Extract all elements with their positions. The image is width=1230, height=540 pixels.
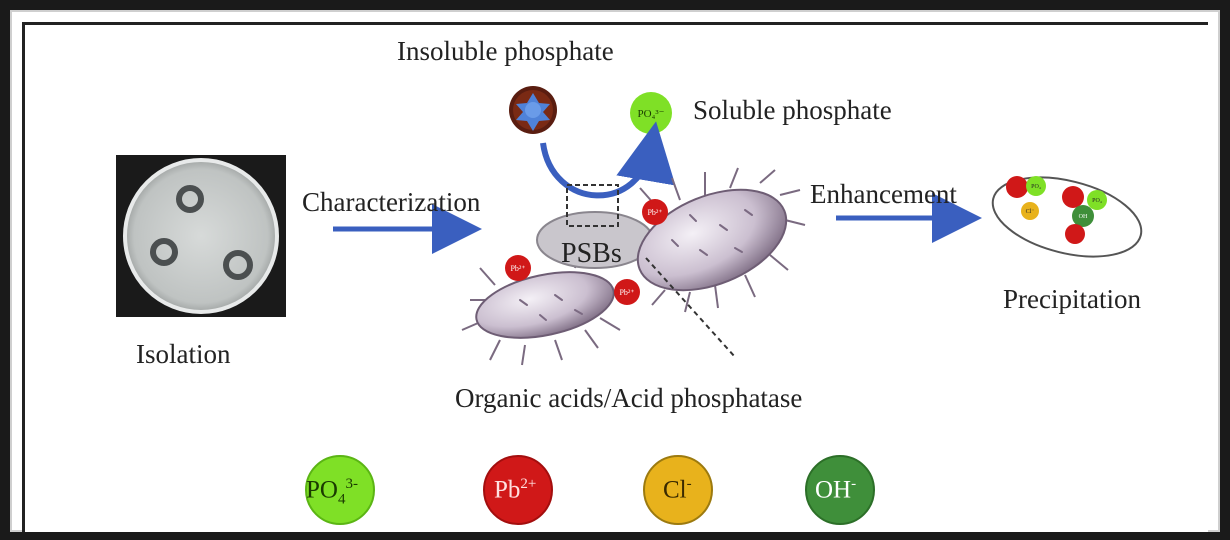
legend-po4-ball (305, 455, 375, 525)
svg-text:PO₄: PO₄ (1092, 198, 1102, 204)
psbs-label: PSBs (561, 238, 622, 269)
legend-cl-ball (643, 455, 713, 525)
insoluble-phosphate-particle (509, 86, 557, 134)
svg-text:Pb²⁺: Pb²⁺ (647, 208, 662, 217)
precipitate-cluster: PO₄ PO₄ Cl⁻ OH (991, 176, 1143, 258)
legend-pb-label: Pb2+ (494, 476, 537, 504)
legend-pb-ball (483, 455, 553, 525)
isolation-label: Isolation (136, 339, 231, 369)
svg-text:OH: OH (1079, 214, 1088, 220)
legend-cl-label: Cl- (663, 476, 692, 504)
bacteria-group: Pb²⁺ Pb²⁺ Pb²⁺ (461, 167, 806, 366)
precipitation-label: Precipitation (1003, 284, 1141, 314)
enhancement-label: Enhancement (810, 179, 957, 209)
svg-text:Pb²⁺: Pb²⁺ (619, 288, 634, 297)
conversion-arrow (540, 121, 676, 199)
svg-text:PO₄: PO₄ (1031, 184, 1041, 190)
soluble-phosphate-label: Soluble phosphate (693, 95, 892, 125)
insoluble-phosphate-label: Insoluble phosphate (397, 36, 614, 66)
soluble-phosphate-ball: PO₄³⁻ (630, 92, 672, 134)
svg-text:PO₄³⁻: PO₄³⁻ (637, 108, 664, 120)
petri-dish-image (116, 155, 286, 317)
legend-oh-label: OH- (815, 476, 857, 504)
organic-acids-label: Organic acids/Acid phosphatase (455, 383, 803, 413)
characterization-label: Characterization (302, 187, 481, 217)
svg-text:Pb²⁺: Pb²⁺ (510, 264, 525, 273)
svg-text:Cl⁻: Cl⁻ (1026, 209, 1035, 215)
legend (305, 455, 875, 525)
legend-po4-label: PO43- (306, 476, 358, 508)
legend-oh-ball (805, 455, 875, 525)
